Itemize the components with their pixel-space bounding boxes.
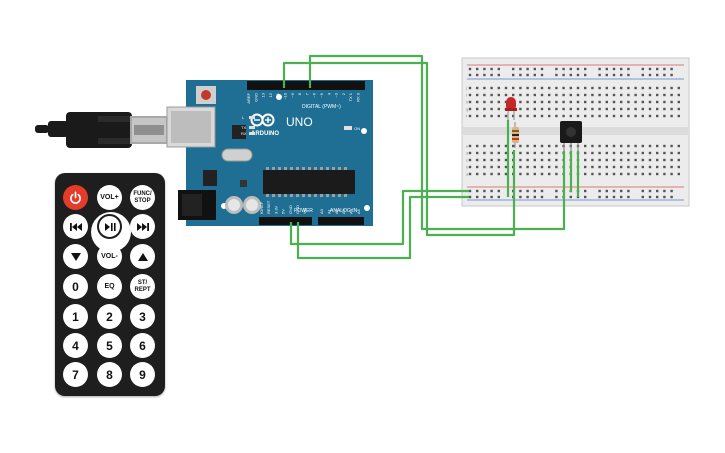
ir-remote[interactable]: VOL+ FUNC/ STOP VOL- 0 EQ S [55,173,165,396]
func-stop-button[interactable]: FUNC/ STOP [130,185,155,210]
button-1[interactable]: 1 [63,304,88,329]
pin-label: 3.3V [273,205,278,214]
prev-button[interactable] [63,214,88,239]
row-label: i [466,93,467,98]
down-button[interactable] [63,244,88,269]
row-label: d [466,151,468,156]
button-0[interactable]: 0 [63,274,88,299]
pin-label: A5 [356,208,361,214]
pin-label: ~11 [275,92,280,99]
row-label: j [465,86,467,91]
st-rept-button[interactable]: ST/ REPT [130,274,155,299]
pin-label: 7 [304,92,309,95]
fast-forward-icon [136,222,149,231]
row-label: c [466,158,468,163]
power-label: POWER [294,208,313,214]
pin-label: GND [295,205,300,214]
row-label: a [466,172,469,177]
pin-label: ~10 [283,92,288,100]
pin-label: Vin [302,208,307,214]
red-led[interactable] [505,97,517,120]
row-label: h [466,100,468,105]
rx-led-label: RX [241,131,247,136]
breadboard-holes[interactable] [468,67,680,199]
button-5[interactable]: 5 [97,333,122,358]
pin-label: 13 [261,92,266,97]
pin-label: A2 [334,208,339,214]
power-header[interactable] [259,217,312,225]
pin-label: 12 [268,92,273,97]
pin-label: A0 [319,208,324,214]
pin-label: RESET [266,200,271,214]
power-button[interactable] [63,185,88,210]
button-8[interactable]: 8 [97,362,122,387]
arduino-uno-board[interactable]: ARDUINO UNO DIGITAL (PWM~) POWER ANALOG … [166,80,373,226]
triangle-down-icon [70,252,81,261]
pin-label: ~9 [290,92,295,97]
vol-down-button[interactable]: VOL- [97,244,122,269]
wire-signal[interactable] [308,54,566,231]
pin-label: 5V [281,209,286,214]
play-pause-icon [104,222,116,231]
arduino-brand: ARDUINO [251,131,279,137]
pin-label: RX 0 [356,92,361,102]
on-led [344,126,352,130]
wire-5v[interactable] [289,189,469,246]
button-6[interactable]: 6 [130,333,155,358]
pin-label: 8 [297,92,302,95]
rewind-icon [69,222,82,231]
pin-label: ~6 [312,92,317,97]
ir-receiver[interactable] [560,121,582,152]
eq-button[interactable]: EQ [97,274,122,299]
row-label: g [466,107,468,112]
pin-label: GND [288,205,293,214]
pin-label: A3 [341,208,346,214]
resistor[interactable] [512,122,519,148]
pin-label: 4 [326,92,331,95]
arduino-model: UNO [286,115,313,129]
vol-up-button[interactable]: VOL+ [97,185,122,210]
row-label: f [466,114,468,119]
wires[interactable] [282,54,580,260]
power-icon [70,191,81,204]
button-9[interactable]: 9 [130,362,155,387]
wire-gnd[interactable] [296,195,469,260]
reset-button[interactable] [196,86,216,104]
pin-label: A4 [349,208,354,214]
next-button[interactable] [130,214,155,239]
l-led-label: L [242,115,245,120]
pin-label: GND [253,93,258,102]
play-pause-button[interactable] [97,214,122,239]
analog-label: ANALOG IN [330,208,358,214]
button-3[interactable]: 3 [130,304,155,329]
pin-label: IOREF [259,201,264,214]
pin-label: TX 1 [348,92,353,101]
pin-label: A1 [326,208,331,214]
digital-header[interactable] [247,81,365,90]
on-led-label: ON [354,126,360,131]
up-button[interactable] [130,244,155,269]
pin-label: ~3 [334,92,339,97]
row-label: e [466,144,469,149]
button-7[interactable]: 7 [63,362,88,387]
triangle-up-icon [137,252,148,261]
pin-label: AREF [246,92,251,103]
arduino-logo-icon [250,113,275,127]
button-2[interactable]: 2 [97,304,122,329]
button-4[interactable]: 4 [63,333,88,358]
digital-label: DIGITAL (PWM~) [302,104,341,110]
row-label: b [466,165,469,170]
usb-cable[interactable] [35,112,168,148]
pin-label: 2 [341,92,346,95]
wire-led[interactable] [282,61,516,237]
tx-led-label: TX [241,125,246,130]
pin-label: ~5 [319,92,324,97]
analog-header[interactable] [318,217,364,225]
